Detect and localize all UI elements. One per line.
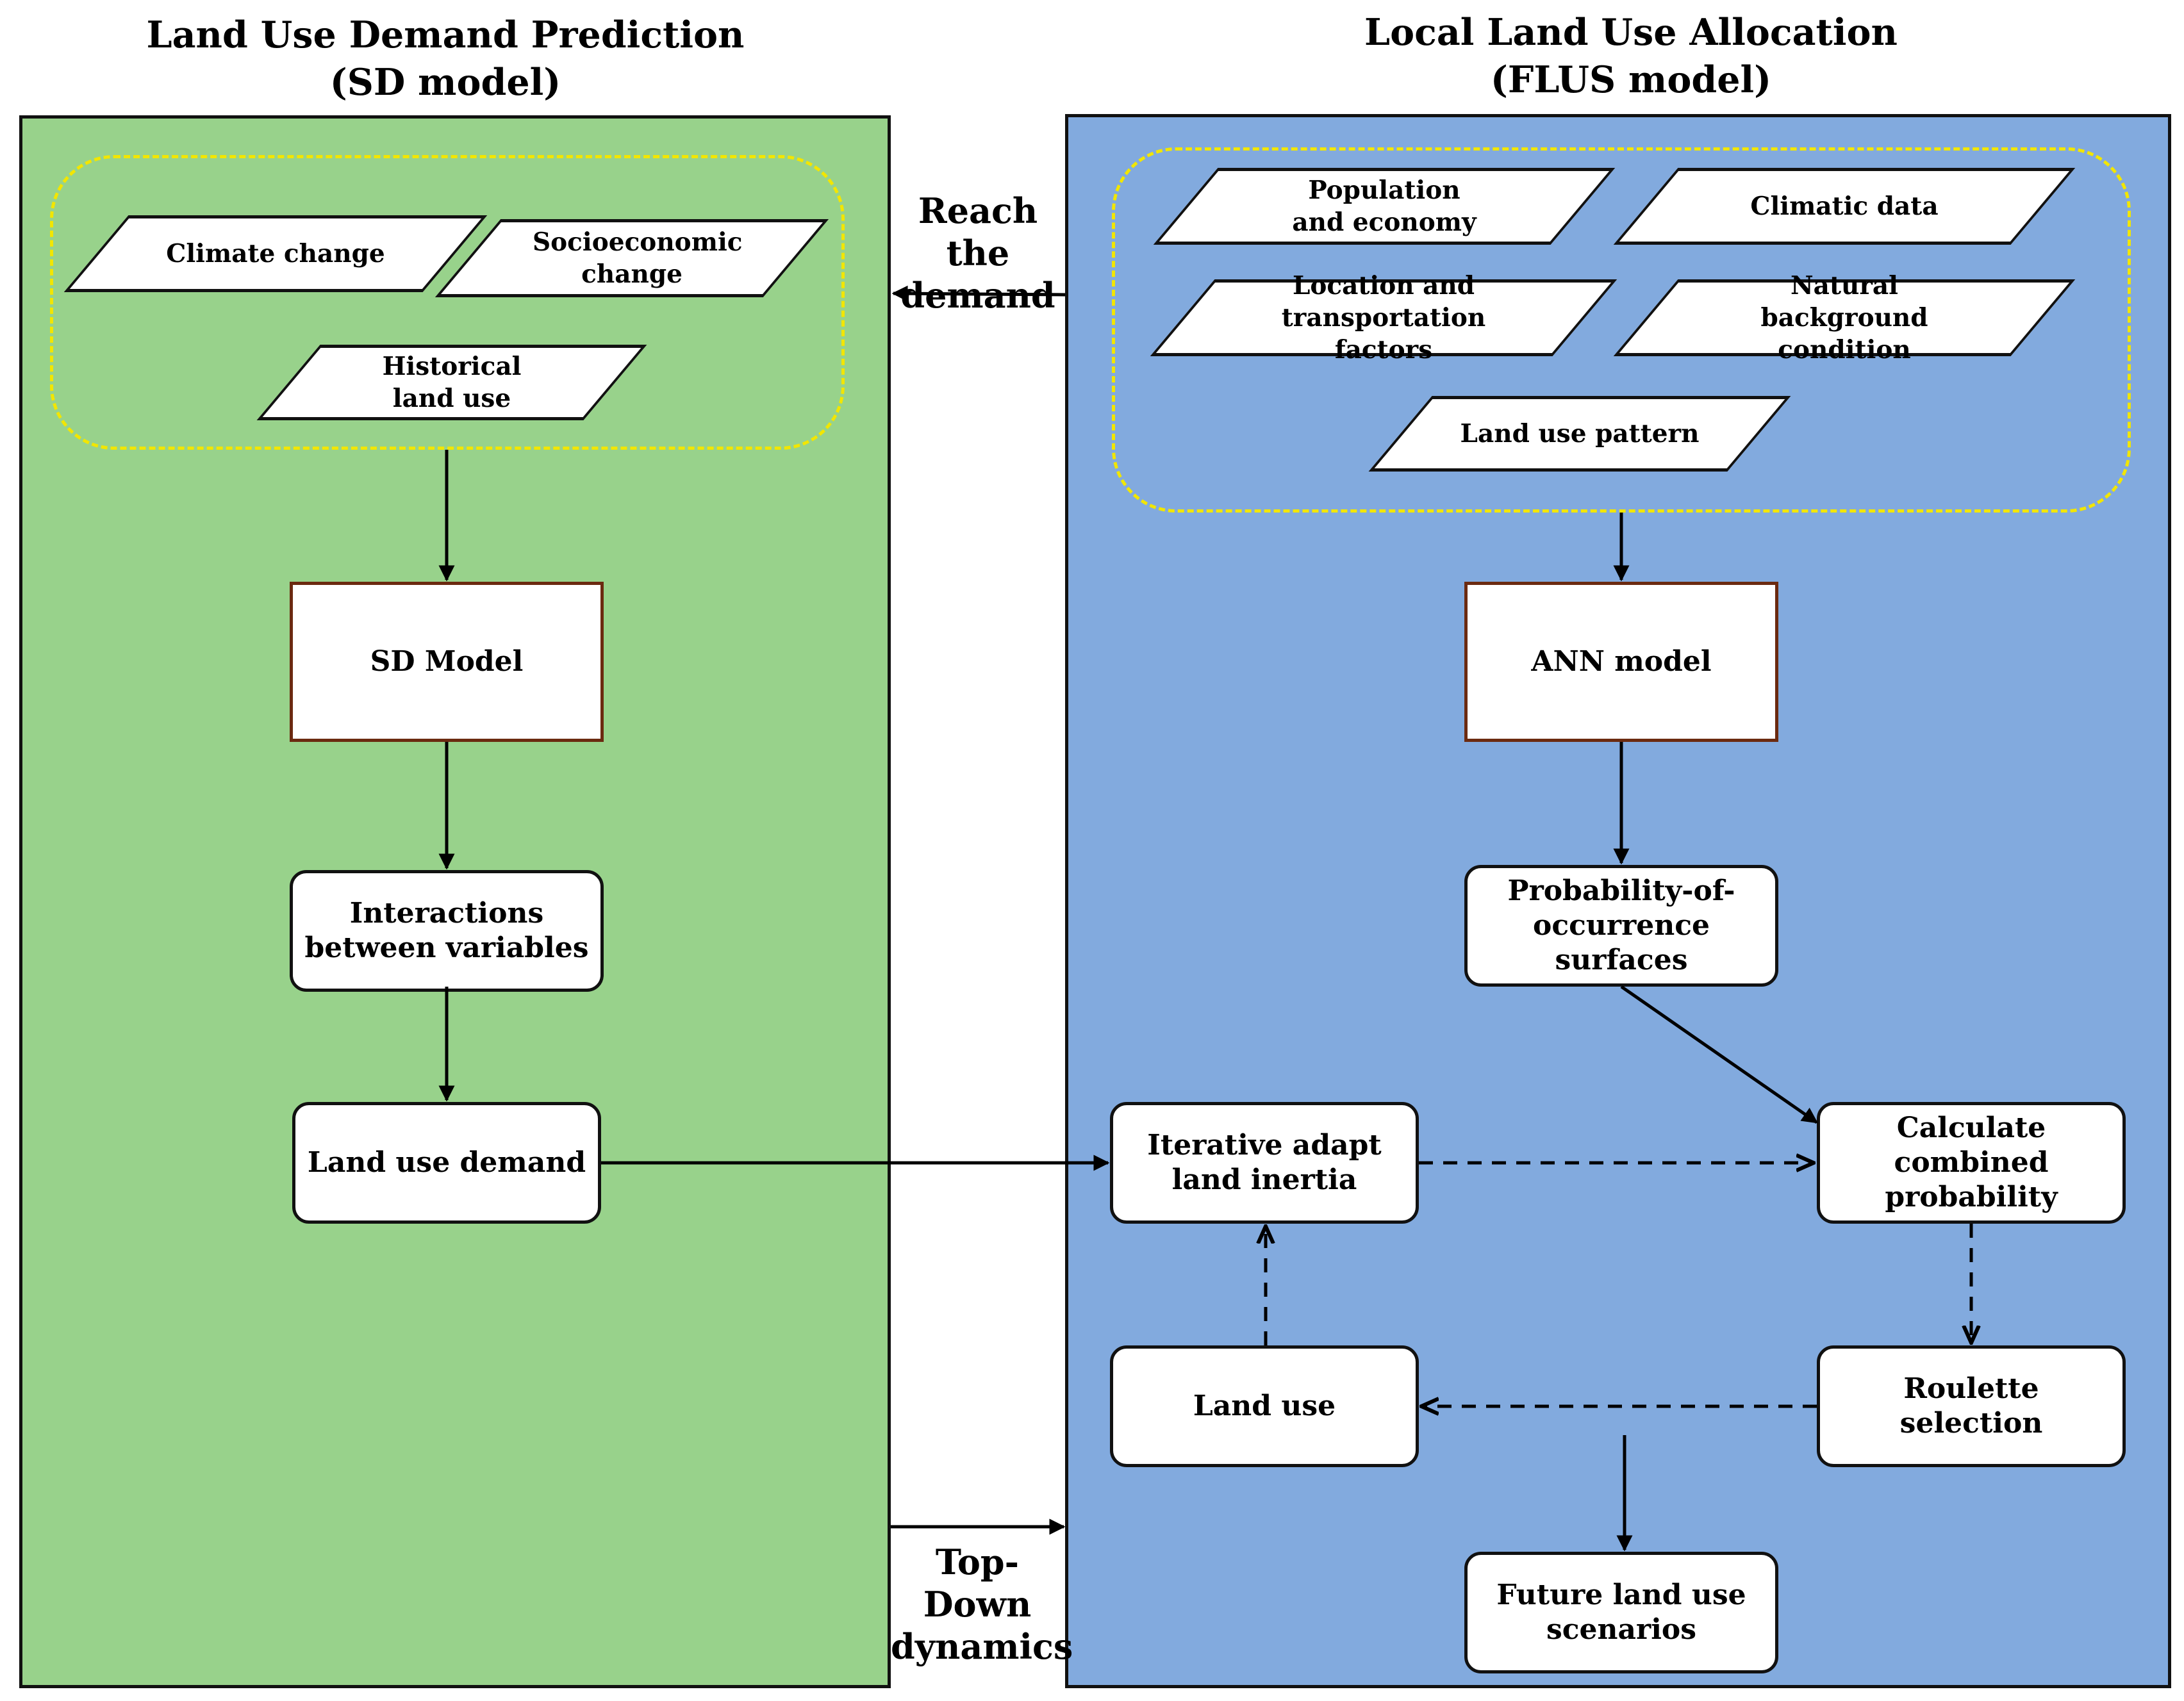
input-population-economy: Population and economy: [1186, 168, 1583, 245]
left-heading-subtitle: (SD model): [329, 61, 561, 104]
roulette-selection-box: Roulette selection: [1817, 1345, 2126, 1467]
right-heading-title: Local Land Use Allocation: [1364, 11, 1898, 54]
future-scenarios-box: Future land use scenarios: [1464, 1552, 1778, 1673]
input-climate-change: Climate change: [96, 215, 455, 292]
iterative-adapt-box: Iterative adapt land inertia: [1110, 1102, 1419, 1224]
ann-model-box: ANN model: [1464, 582, 1778, 742]
input-socioeconomic-change: Socioeconomic change: [468, 219, 796, 297]
sd-input-group: [50, 155, 845, 450]
flus-input-group: [1112, 147, 2131, 513]
right-heading-subtitle: (FLUS model): [1490, 58, 1772, 101]
sd-model-box: SD Model: [290, 582, 604, 742]
land-use-box: Land use: [1110, 1345, 1419, 1467]
right-heading: Local Land Use Allocation (FLUS model): [1307, 9, 1955, 104]
arrow-reach-demand: [891, 285, 1066, 302]
interactions-box: Interactions between variables: [290, 870, 604, 992]
left-heading: Land Use Demand Prediction (SD model): [109, 12, 782, 106]
arrow-probability-to-combined: [1620, 985, 1819, 1124]
input-land-use-pattern: Land use pattern: [1400, 396, 1759, 472]
probability-surfaces-box: Probability-of-occurrence surfaces: [1464, 865, 1778, 987]
input-location-transportation: Location and transportation factors: [1182, 271, 1585, 365]
input-climatic-data: Climatic data: [1646, 168, 2043, 245]
top-down-label: Top-Down dynamics: [891, 1541, 1073, 1667]
land-use-demand-box: Land use demand: [292, 1102, 601, 1224]
left-heading-title: Land Use Demand Prediction: [146, 13, 745, 56]
input-historical-land-use: Historical land use: [288, 345, 615, 420]
input-natural-background: Natural background condition: [1646, 271, 2043, 365]
combined-probability-box: Calculate combined probability: [1817, 1102, 2126, 1224]
